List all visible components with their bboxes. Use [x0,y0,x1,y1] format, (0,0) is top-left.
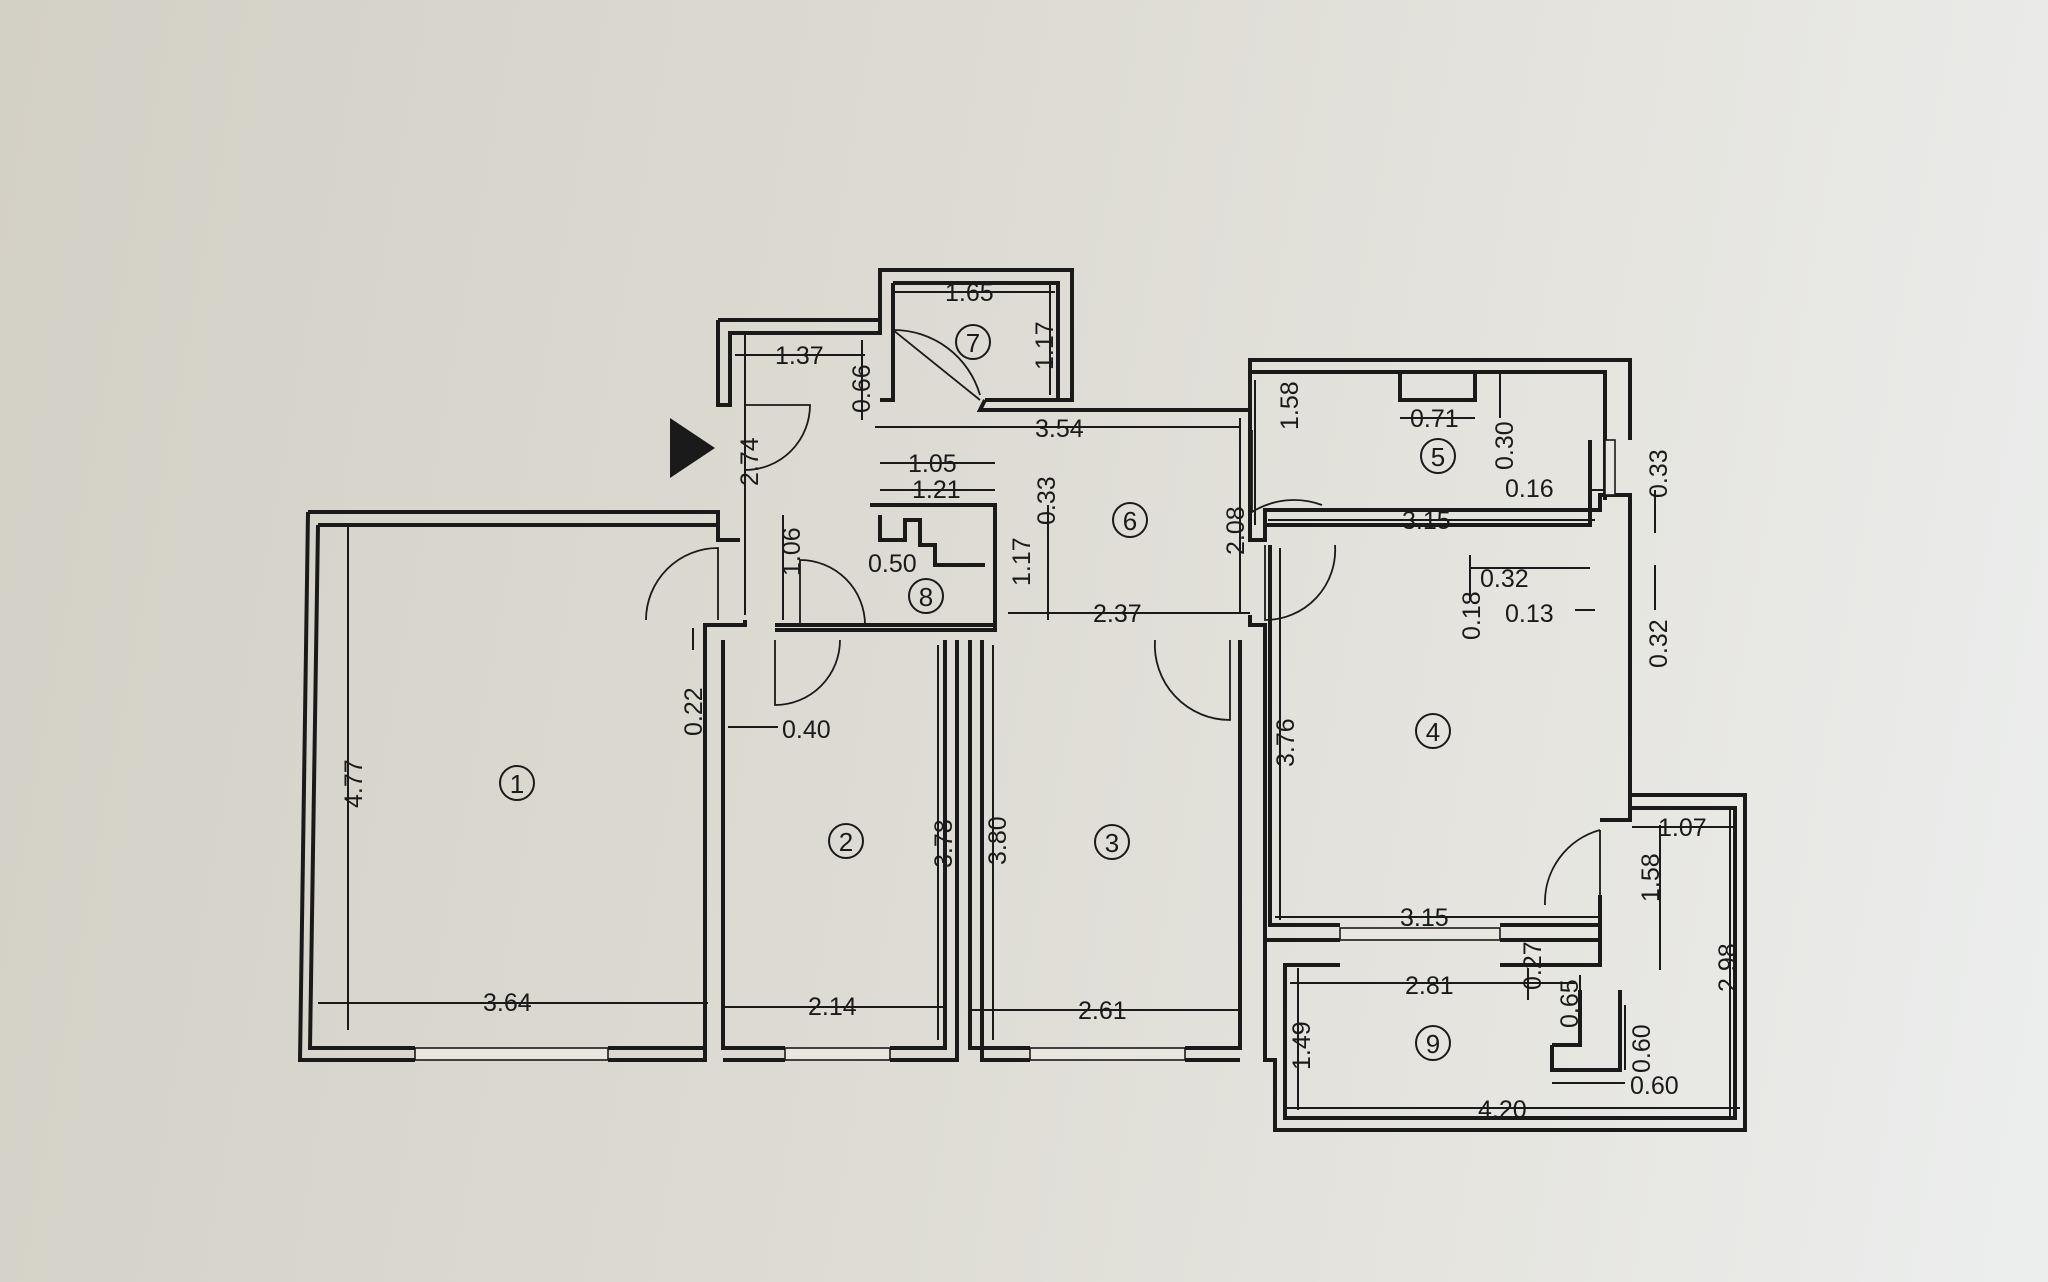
dim-label: 3.15 [1400,904,1449,932]
dim-label: 0.27 [1519,941,1547,990]
door-entrance [744,404,811,471]
dim-label: 1.37 [775,342,824,370]
dim-label: 1.58 [1276,381,1304,430]
room-3-walls [968,640,1242,1062]
svg-text:8: 8 [919,582,933,612]
room-labels: 1 2 3 4 5 6 7 8 [499,324,1456,1061]
dimension-labels: 1.65 1.37 3.54 1.05 1.21 0.50 2.37 0.71 … [340,279,1742,1124]
dim-label: 1.06 [778,527,806,576]
svg-text:4: 4 [1426,717,1440,747]
room-1-label: 1 [499,765,535,801]
dim-label: 1.58 [1637,853,1665,902]
dim-label: 1.07 [1658,814,1707,842]
dim-label: 0.32 [1645,619,1673,668]
dim-label: 0.66 [848,364,876,413]
room-2-walls [721,640,959,1062]
door-room-2 [774,639,841,706]
dim-label: 0.60 [1628,1024,1656,1073]
room-8-walls [775,503,997,632]
dim-label: 0.33 [1033,476,1061,525]
room-5-walls [1265,372,1607,527]
dim-label: 2.98 [1714,943,1742,992]
window-room-1 [414,1047,609,1061]
dim-label: 4.77 [340,759,368,808]
dim-label: 2.74 [736,437,764,486]
dim-label: 0.30 [1491,421,1519,470]
dim-label: 0.18 [1458,591,1486,640]
dim-label: 0.13 [1505,600,1554,628]
dim-label: 0.50 [868,550,917,578]
dim-label: 3.64 [483,989,532,1017]
doors [645,325,1601,910]
room-9-label: 9 [1415,1025,1451,1061]
dimension-lines [318,285,1740,1118]
dim-label: 0.60 [1630,1072,1679,1100]
windows [414,439,1616,1061]
dim-label: 3.54 [1035,415,1084,443]
door-room-1 [645,547,719,621]
dim-label: 3.80 [984,816,1012,865]
svg-text:7: 7 [966,328,980,358]
room-8-label: 8 [908,578,944,614]
svg-text:1: 1 [510,769,524,799]
svg-text:9: 9 [1426,1029,1440,1059]
entrance-arrow-icon [670,418,715,478]
dim-label: 2.61 [1078,997,1127,1025]
room-3-label: 3 [1094,824,1130,860]
dim-label: 0.40 [782,716,831,744]
dim-label: 3.78 [930,819,958,868]
room-5-label: 5 [1420,438,1456,474]
dim-label: 2.08 [1222,506,1250,555]
room-7-label: 7 [955,324,991,360]
door-room-4 [1264,544,1337,621]
door-room-8 [799,559,866,626]
window-room-2 [784,1047,891,1061]
room-4-walls [1248,405,1632,942]
window-room-5 [1604,439,1616,496]
dim-label: 1.65 [945,279,994,307]
svg-text:3: 3 [1105,828,1119,858]
room-1-walls [297,510,747,1062]
dim-label: 0.71 [1410,405,1459,433]
dim-label: 3.15 [1402,507,1451,535]
window-room-3 [1029,1047,1186,1061]
walls [297,268,1747,1132]
svg-text:5: 5 [1431,442,1445,472]
dim-label: 1.49 [1288,1021,1316,1070]
dim-label: 0.65 [1556,979,1584,1028]
dim-label: 1.17 [1031,321,1059,370]
dim-label: 2.81 [1405,972,1454,1000]
svg-text:6: 6 [1123,506,1137,536]
door-room-9 [1544,829,1601,910]
dim-label: 1.17 [1008,537,1036,586]
door-room-7 [892,325,981,401]
room-9-walls [1263,793,1747,1132]
dim-label: 0.32 [1480,565,1529,593]
dim-label: 1.05 [908,450,957,478]
dim-label: 1.21 [912,476,961,504]
dim-label: 2.37 [1093,600,1142,628]
room-6-label: 6 [1112,502,1148,538]
dim-label: 3.76 [1272,718,1300,767]
room-4-label: 4 [1415,713,1451,749]
door-room-5 [1251,430,1323,514]
door-room-3 [1153,639,1231,721]
dim-label: 0.22 [680,687,708,736]
corridor-walls [716,268,1632,440]
room-2-label: 2 [828,823,864,859]
window-room-4 [1339,927,1501,941]
dim-label: 0.33 [1645,449,1673,498]
svg-text:2: 2 [839,827,853,857]
dim-label: 4.20 [1478,1096,1527,1124]
dim-label: 0.16 [1505,475,1554,503]
dim-label: 2.14 [808,993,857,1021]
